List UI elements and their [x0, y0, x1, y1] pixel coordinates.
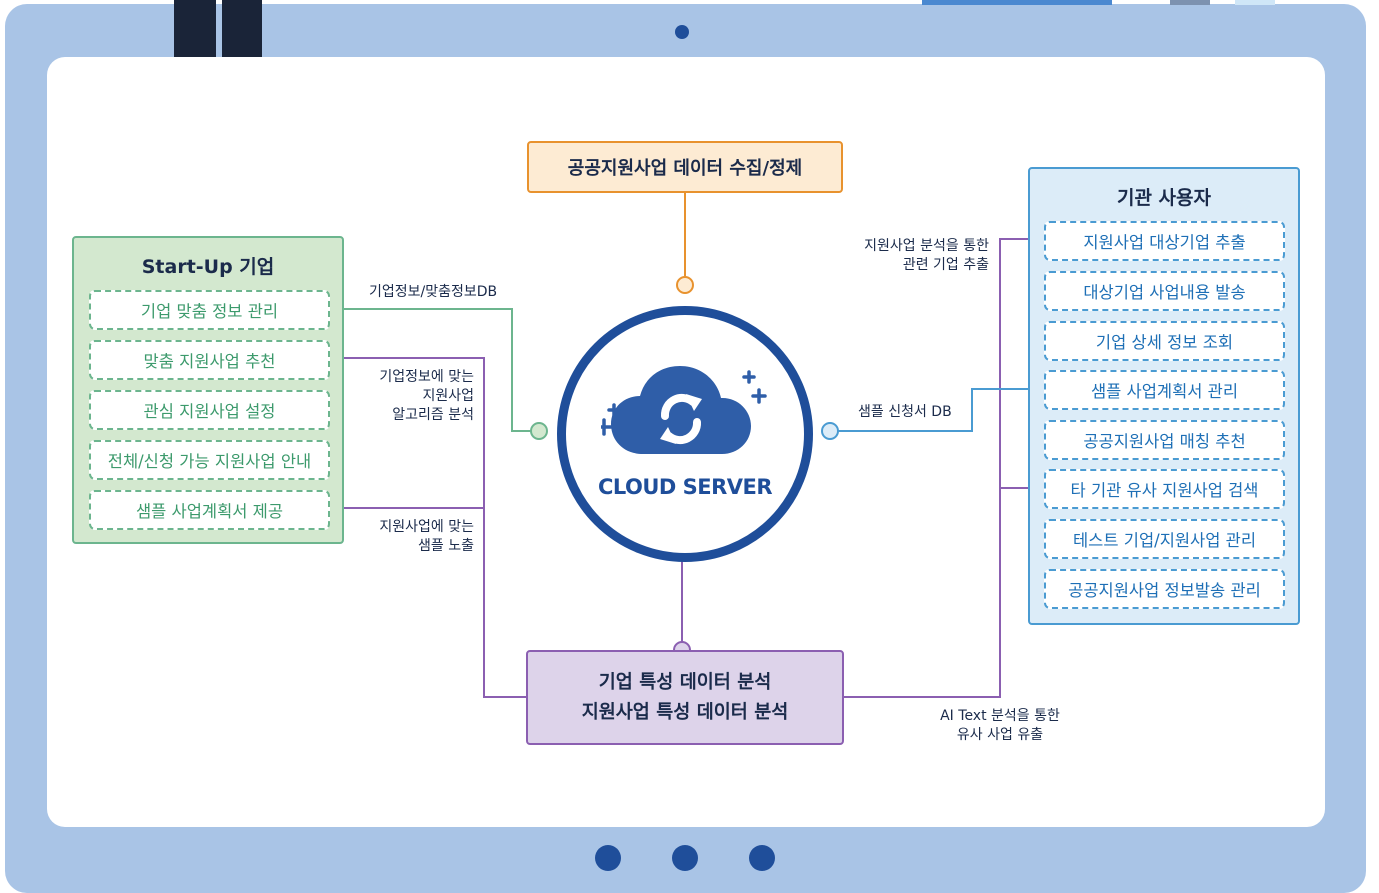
institution-panel: 기관 사용자 지원사업 대상기업 추출 대상기업 사업내용 발송 기업 상세 정… [1028, 167, 1300, 625]
label-ai-text: AI Text 분석을 통한 유사 사업 유출 [920, 707, 1080, 745]
institution-item-7[interactable]: 공공지원사업 정보발송 관리 [1044, 569, 1285, 609]
label-sample-expose-line-2: 샘플 노출 [418, 538, 474, 554]
institution-item-4[interactable]: 공공지원사업 매칭 추천 [1044, 420, 1285, 460]
label-ai-text-line-1: AI Text 분석을 통한 [940, 708, 1060, 724]
label-extract: 지원사업 분석을 통한 관련 기업 추출 [832, 237, 989, 275]
line-startup-to-cloud [328, 308, 531, 432]
label-extract-line-2: 관련 기업 추출 [902, 257, 989, 273]
cloud-sync-icon [601, 366, 767, 454]
label-algorithm: 기업정보에 맞는 지원사업 알고리즘 분석 [342, 368, 474, 425]
decoration-top-right-2 [1170, 0, 1210, 5]
person-figure-leg-left [174, 0, 216, 68]
startup-panel: Start-Up 기업 기업 맞춤 정보 관리 맞춤 지원사업 추천 관심 지원… [72, 236, 344, 544]
nav-dot-3[interactable] [749, 845, 775, 871]
decoration-top-right [922, 0, 1112, 5]
institution-item-2[interactable]: 기업 상세 정보 조회 [1044, 321, 1285, 361]
startup-item-custom-info[interactable]: 기업 맞춤 정보 관리 [89, 290, 330, 330]
institution-title: 기관 사용자 [1116, 187, 1211, 209]
label-sample-expose: 지원사업에 맞는 샘플 노출 [342, 518, 474, 556]
institution-item-3[interactable]: 샘플 사업계획서 관리 [1044, 370, 1285, 410]
person-figure-leg-right [222, 0, 262, 68]
startup-item-interest[interactable]: 관심 지원사업 설정 [89, 390, 330, 430]
startup-item-guide[interactable]: 전체/신청 가능 지원사업 안내 [89, 440, 330, 480]
label-algorithm-line-2: 지원사업 [422, 388, 474, 404]
institution-item-6[interactable]: 테스트 기업/지원사업 관리 [1044, 519, 1285, 559]
nav-dot-2[interactable] [672, 845, 698, 871]
decoration-top-right-3 [1235, 0, 1275, 5]
node-blue [821, 422, 839, 440]
label-algorithm-line-1: 기업정보에 맞는 [379, 369, 474, 385]
line-bottom-to-institution [844, 238, 1036, 698]
startup-item-recommend[interactable]: 맞춤 지원사업 추천 [89, 340, 330, 380]
line-recommend-to-bottom [335, 357, 526, 698]
analysis-box: 기업 특성 데이터 분석 지원사업 특성 데이터 분석 [526, 650, 844, 745]
analysis-line-2: 지원사업 특성 데이터 분석 [581, 701, 789, 723]
institution-item-1[interactable]: 대상기업 사업내용 발송 [1044, 271, 1285, 311]
cloud-server-circle: CLOUD SERVER [557, 306, 813, 562]
institution-item-0[interactable]: 지원사업 대상기업 추출 [1044, 221, 1285, 261]
label-algorithm-line-3: 알고리즘 분석 [392, 407, 474, 423]
data-collection-box: 공공지원사업 데이터 수집/정제 [527, 141, 843, 193]
camera-dot [675, 25, 689, 39]
analysis-line-1: 기업 특성 데이터 분석 [598, 671, 772, 693]
label-extract-line-1: 지원사업 분석을 통한 [864, 238, 989, 254]
startup-title: Start-Up 기업 [141, 256, 275, 278]
startup-item-sample[interactable]: 샘플 사업계획서 제공 [89, 490, 330, 530]
node-top [676, 276, 694, 294]
label-db: 기업정보/맞춤정보DB [369, 284, 498, 300]
label-sample-expose-line-1: 지원사업에 맞는 [379, 519, 474, 535]
institution-item-5[interactable]: 타 기관 유사 지원사업 검색 [1044, 469, 1285, 509]
label-sample-db: 샘플 신청서 DB [858, 404, 952, 420]
node-green [530, 422, 548, 440]
line-cloud-to-institution [838, 388, 1044, 432]
cloud-server-label: CLOUD SERVER [597, 475, 773, 499]
label-ai-text-line-2: 유사 사업 유출 [956, 727, 1044, 743]
nav-dot-1[interactable] [595, 845, 621, 871]
